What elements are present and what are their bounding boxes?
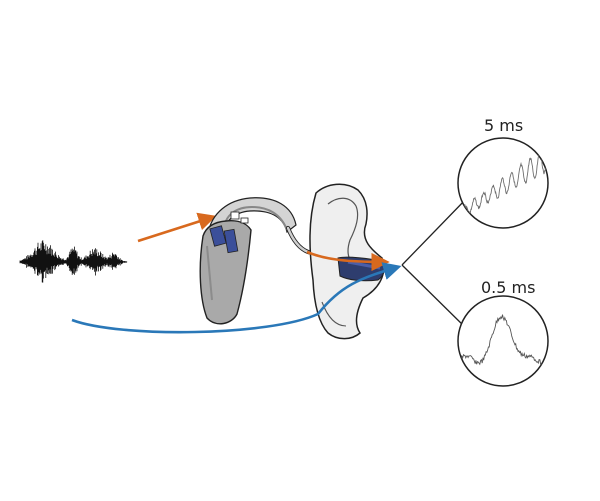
speech-waveform-trace <box>19 240 128 283</box>
zoom-line-top <box>401 197 468 266</box>
waveform-trace-bottom <box>458 314 548 368</box>
aided-sound-arrow <box>306 250 390 272</box>
acoustic-input-arrow <box>137 212 217 243</box>
speech-waveform-icon <box>19 240 128 283</box>
direct-sound-arrow <box>71 262 402 334</box>
zoom-circle-bottom <box>457 295 549 387</box>
waveform-trace-top <box>458 142 548 220</box>
zoom-label-top: 5 ms <box>484 116 524 135</box>
zoom-circle-top <box>457 137 549 229</box>
zoom-label-bottom: 0.5 ms <box>481 278 536 297</box>
zoom-line-bottom <box>401 264 469 331</box>
